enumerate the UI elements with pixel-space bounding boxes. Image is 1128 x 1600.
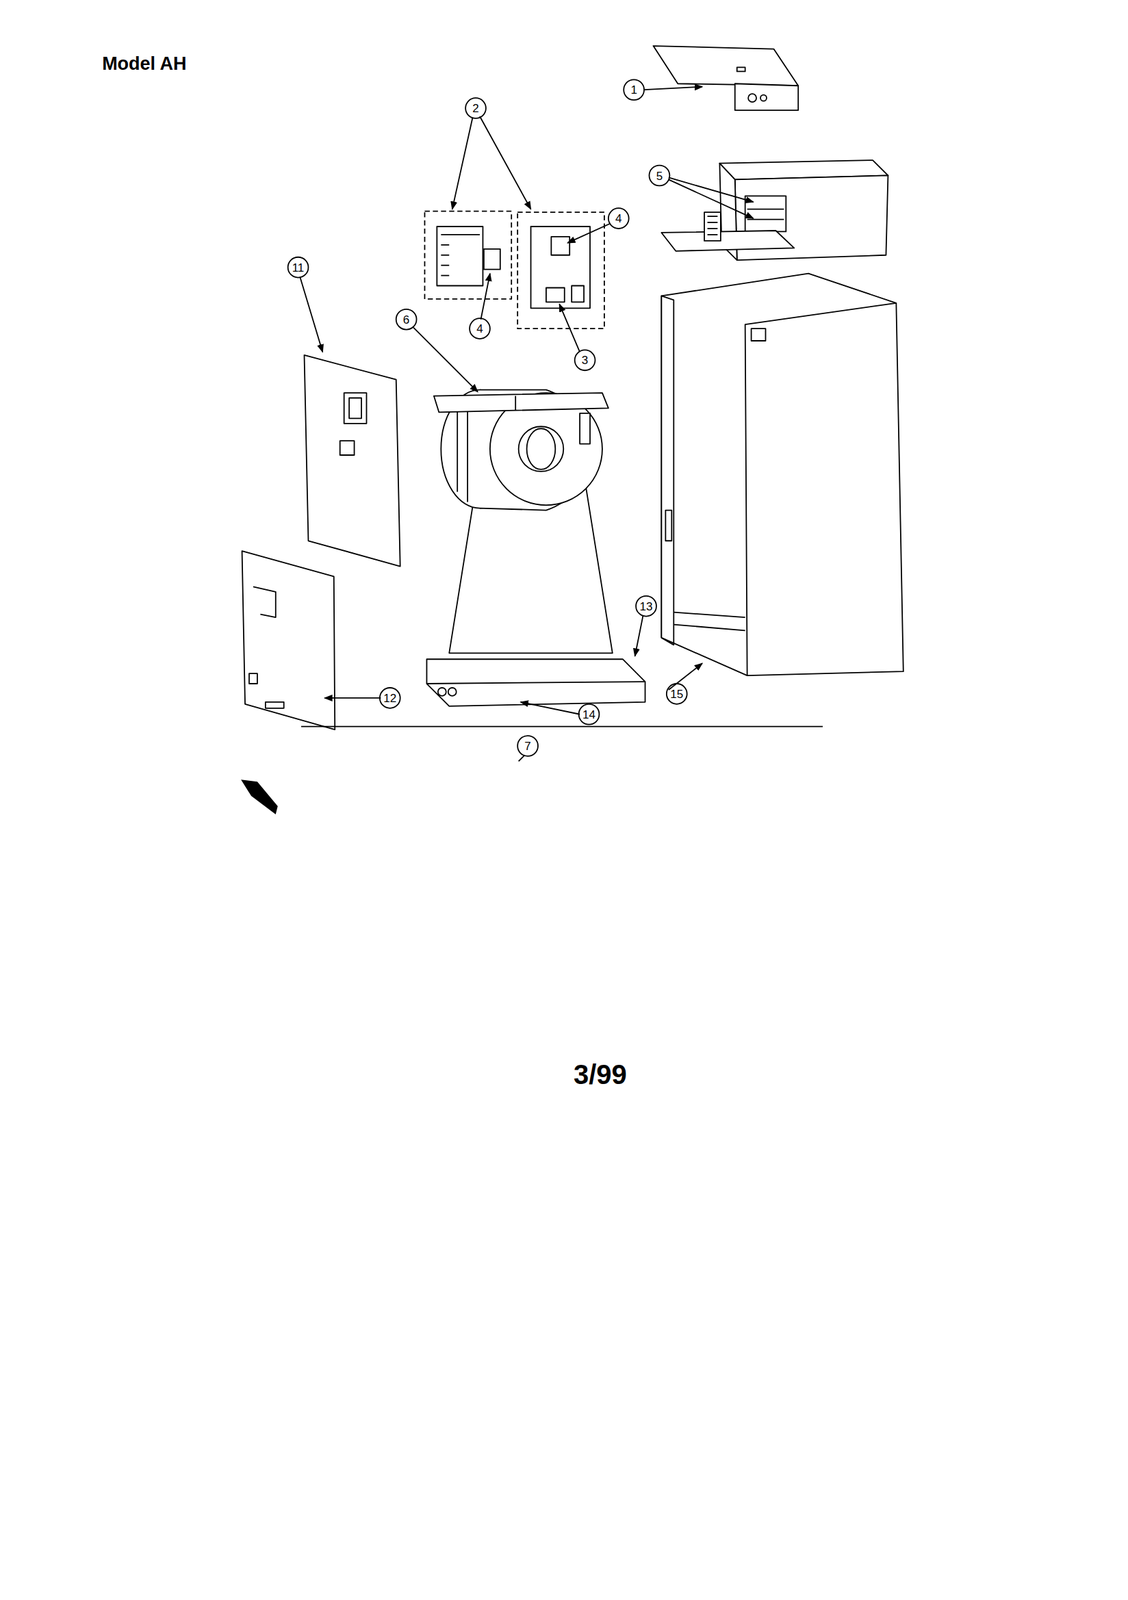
callout-number: 5 <box>656 169 663 182</box>
control-box <box>661 160 888 261</box>
callout-number: 11 <box>292 261 305 274</box>
callout-number: 4 <box>615 212 622 225</box>
callout-number: 12 <box>383 692 397 705</box>
date-code: 3/99 <box>573 1060 627 1089</box>
top-cover <box>652 45 799 111</box>
component-group <box>424 211 512 300</box>
blower-assembly <box>426 390 645 707</box>
component-group <box>517 212 605 329</box>
callout-number: 13 <box>639 600 653 612</box>
callout-number: 1 <box>630 84 637 96</box>
lower-door-panel <box>242 550 336 730</box>
marker-symbol <box>240 779 278 815</box>
control-board <box>436 226 591 309</box>
callout-circles <box>288 79 688 757</box>
leader-lines <box>300 86 754 762</box>
model-title: Model AH <box>101 53 187 75</box>
callout-number: 3 <box>581 354 588 367</box>
callout-number: 7 <box>524 740 531 753</box>
callout-number: 15 <box>670 688 684 701</box>
callout-number: 2 <box>472 102 479 115</box>
upper-door-panel <box>304 355 401 567</box>
callout-number: 6 <box>403 313 410 326</box>
cabinet <box>661 273 903 676</box>
base-line <box>301 726 823 728</box>
callout-number: 14 <box>582 708 596 721</box>
callout-number: 4 <box>476 323 483 335</box>
